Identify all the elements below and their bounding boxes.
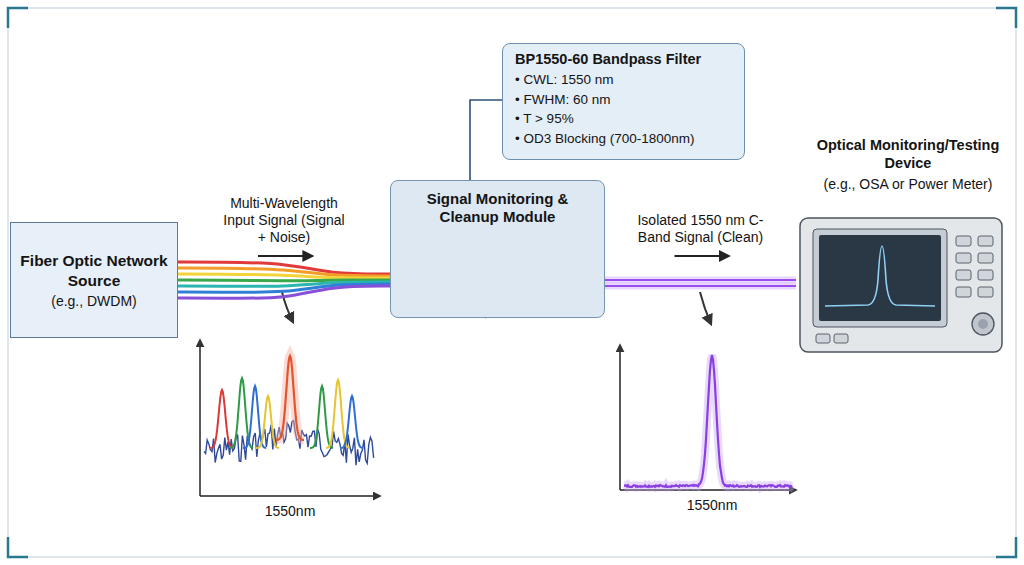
signal-label: Isolated 1550 nm C-Band Signal (Clean) bbox=[636, 212, 766, 246]
callout-line bbox=[470, 100, 502, 180]
osa-device bbox=[800, 218, 1002, 352]
node-title: Optical Monitoring/Testing Device bbox=[796, 136, 1020, 172]
fiber-connector bbox=[178, 256, 390, 298]
chart-axes bbox=[200, 340, 796, 496]
fiber-strand bbox=[178, 286, 390, 298]
beam-glow bbox=[605, 283, 796, 290]
fiber-strand bbox=[178, 274, 390, 278]
callout-box: BP1550-60 Bandpass Filter• CWL: 1550 nm•… bbox=[502, 43, 745, 160]
direction-arrow bbox=[675, 255, 729, 257]
direction-arrow bbox=[258, 255, 312, 257]
node-text: • FWHM: 60 nm bbox=[515, 90, 732, 110]
signal-peak bbox=[276, 356, 304, 440]
signal-label: Multi-Wavelength Input Signal (Signal + … bbox=[219, 195, 349, 246]
channel-peak bbox=[210, 390, 233, 448]
axis-label: 1550nm bbox=[265, 503, 316, 519]
node-text: (e.g., OSA or Power Meter) bbox=[796, 176, 1020, 192]
callout-connector bbox=[470, 100, 502, 180]
device-heading: Optical Monitoring/Testing Device (e.g., … bbox=[796, 136, 1020, 216]
node-text: (e.g., DWDM) bbox=[51, 293, 137, 309]
down-arrow bbox=[700, 292, 711, 324]
channel-peak bbox=[310, 386, 333, 448]
beam-line bbox=[605, 285, 796, 287]
channel-peak bbox=[340, 396, 363, 448]
beam-connector bbox=[605, 256, 796, 286]
source-box: Fiber Optic Network Source (e.g., DWDM) bbox=[10, 222, 178, 338]
filtered-peak bbox=[624, 355, 792, 487]
frame bbox=[8, 8, 1016, 557]
peak-glow bbox=[276, 356, 304, 440]
channel-peak bbox=[256, 396, 279, 448]
module-box: Signal Monitoring & Cleanup Module bbox=[390, 180, 605, 318]
node-title: BP1550-60 Bandpass Filter bbox=[515, 51, 732, 67]
node-text: • CWL: 1550 nm bbox=[515, 70, 732, 90]
corner-brackets bbox=[8, 8, 1016, 557]
node-text: • OD3 Blocking (700-1800nm) bbox=[515, 129, 732, 149]
node-text: • T > 95% bbox=[515, 109, 732, 129]
node-title: Signal Monitoring & Cleanup Module bbox=[411, 190, 584, 227]
node-title: Fiber Optic Network Source bbox=[19, 251, 169, 290]
beam-glow bbox=[605, 277, 796, 284]
peak-glow bbox=[624, 355, 792, 487]
beam-line bbox=[605, 279, 796, 281]
axis-label: 1550nm bbox=[687, 497, 738, 513]
